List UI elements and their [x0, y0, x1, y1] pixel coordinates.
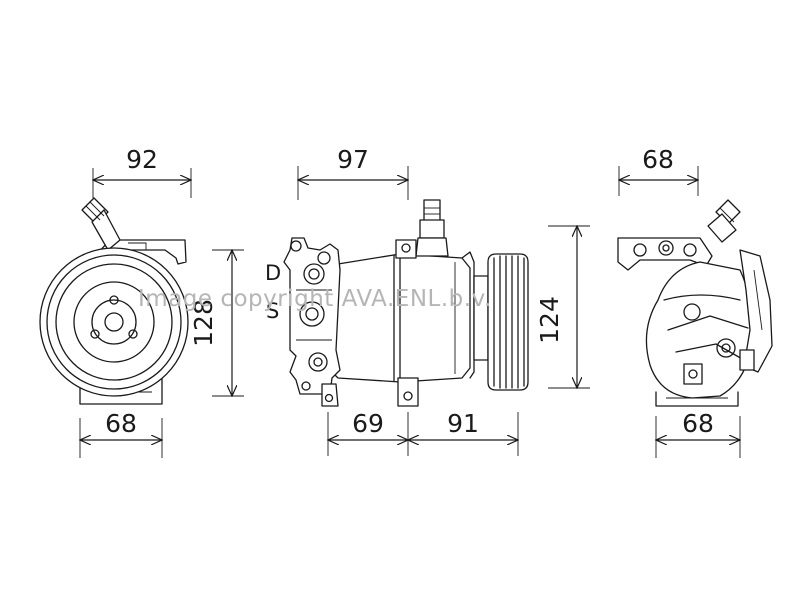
- front-bottom-dimension: 68: [105, 409, 137, 438]
- rear-body: [645, 261, 753, 399]
- rear-top-dimension: 68: [642, 145, 674, 174]
- side-dimensions: 97 69 91 124: [298, 145, 590, 456]
- side-pulley: [473, 253, 529, 391]
- rear-top-bracket: [617, 237, 713, 271]
- side-rear-head: [283, 237, 341, 407]
- front-pulley-outer: [39, 247, 189, 397]
- front-top-dimension: 92: [126, 145, 158, 174]
- front-view: [39, 197, 189, 405]
- front-top-bracket: [95, 239, 187, 265]
- watermark-text: Image copyright AVA.ENL.b.v.: [138, 286, 492, 312]
- rear-fitting: [707, 199, 741, 243]
- port-discharge-label: D: [265, 261, 281, 285]
- front-hub: [91, 299, 137, 345]
- rear-bottom-dimension: 68: [682, 409, 714, 438]
- side-view: D S: [265, 199, 529, 407]
- port-suction-label: S: [266, 299, 279, 323]
- front-dimensions: 92 68 128: [80, 145, 244, 458]
- front-center-bolt: [104, 312, 124, 332]
- side-top-dimension: 97: [337, 145, 369, 174]
- front-bottom-foot: [79, 377, 163, 405]
- rear-dimensions: 68 68: [619, 145, 740, 458]
- front-fitting: [81, 197, 121, 251]
- side-bottom-left-dimension: 69: [352, 409, 384, 438]
- front-height-dimension: 128: [189, 299, 218, 347]
- rear-view: [617, 199, 773, 407]
- side-bottom-right-dimension: 91: [447, 409, 479, 438]
- side-top-fitting: [415, 199, 449, 257]
- side-height-dimension: 124: [535, 296, 564, 344]
